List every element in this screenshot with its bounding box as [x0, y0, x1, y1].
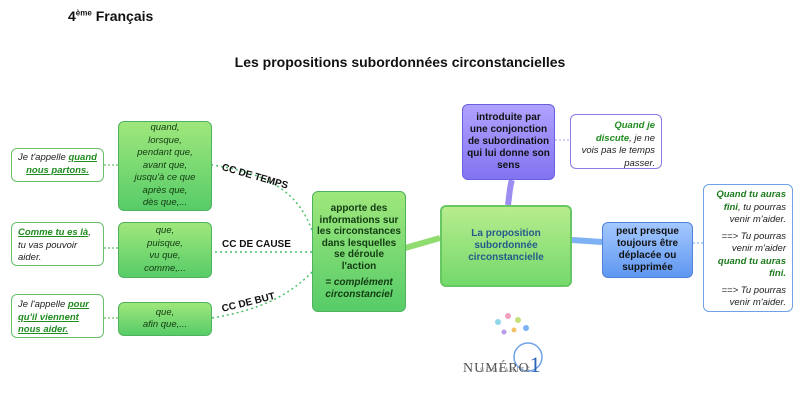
intro-text: introduite par une conjonction de subord…	[467, 112, 550, 171]
example-highlight: quand nous partons.	[26, 152, 97, 176]
conj-item: que,	[155, 225, 175, 236]
example-highlight: pour qu'il viennent nous aider.	[18, 299, 89, 335]
conj-item: avant que,	[142, 159, 188, 171]
level: 4	[68, 8, 76, 24]
conj-item: comme,...	[144, 262, 186, 274]
conj-item: dès que,...	[142, 197, 188, 209]
role-text: apporte des informations sur les circons…	[317, 203, 401, 272]
conjunctions-but: que, afin que,...	[118, 302, 212, 336]
example-highlight: Quand je discute	[595, 120, 655, 144]
example-highlight: quand tu auras fini.	[717, 255, 786, 280]
conj-item: vu que,	[149, 250, 181, 261]
conj-item: quand,	[150, 122, 180, 134]
movable-example: Quand tu auras fini, tu pourras venir m'…	[703, 184, 793, 312]
logo-subtitle: SCOLARITÉ	[480, 368, 533, 374]
conj-item: jusqu'à ce que	[134, 172, 196, 184]
level-suffix: ème	[75, 8, 92, 18]
link-role-temps	[211, 164, 313, 231]
conjunctions-cause: que, puisque, vu que, comme,...	[118, 222, 212, 278]
example-temps: Je t'appelle quand nous partons.	[11, 148, 104, 182]
example-highlight: Quand tu auras fini	[716, 189, 786, 213]
example-highlight: Comme tu es là	[18, 227, 89, 238]
conjunctions-temps: quand, lorsque, pendant que, avant que, …	[118, 121, 212, 211]
subject: Français	[95, 8, 154, 24]
intro-example: Quand je discute, je ne vois pas le temp…	[570, 114, 662, 169]
center-text: La proposition subordonnée circonstancie…	[468, 228, 544, 263]
movable-node: peut presque toujours être déplacée ou s…	[602, 222, 693, 278]
link-center-movable	[571, 237, 603, 245]
link-center-role	[404, 235, 441, 251]
movable-text: peut presque toujours être déplacée ou s…	[616, 226, 679, 273]
conj-item: pendant que,	[137, 147, 193, 159]
conj-item: afin que,...	[142, 319, 188, 330]
conj-item: lorsque,	[148, 134, 182, 146]
logo: NUMÉRO1	[463, 352, 542, 377]
role-node: apporte des informations sur les circons…	[312, 191, 406, 312]
conj-item: après que,	[142, 184, 188, 196]
page-header: 4ème Français	[68, 8, 153, 24]
link-role-but	[211, 271, 313, 319]
intro-node: introduite par une conjonction de subord…	[462, 104, 555, 180]
example-but: Je l'appelle pour qu'il viennent nous ai…	[11, 294, 104, 338]
logo-icon	[495, 313, 543, 372]
role-equals: = complément circonstanciel	[325, 277, 393, 300]
example-cause: Comme tu es là, tu vas pouvoir aider.	[11, 222, 104, 266]
center-node: La proposition subordonnée circonstancie…	[440, 205, 572, 287]
page-title: Les propositions subordonnées circonstan…	[234, 54, 566, 70]
conj-item: puisque,	[147, 237, 183, 249]
conj-item: que,	[155, 306, 175, 318]
link-center-intro	[505, 178, 515, 206]
label-cc-cause: CC DE CAUSE	[222, 239, 291, 250]
